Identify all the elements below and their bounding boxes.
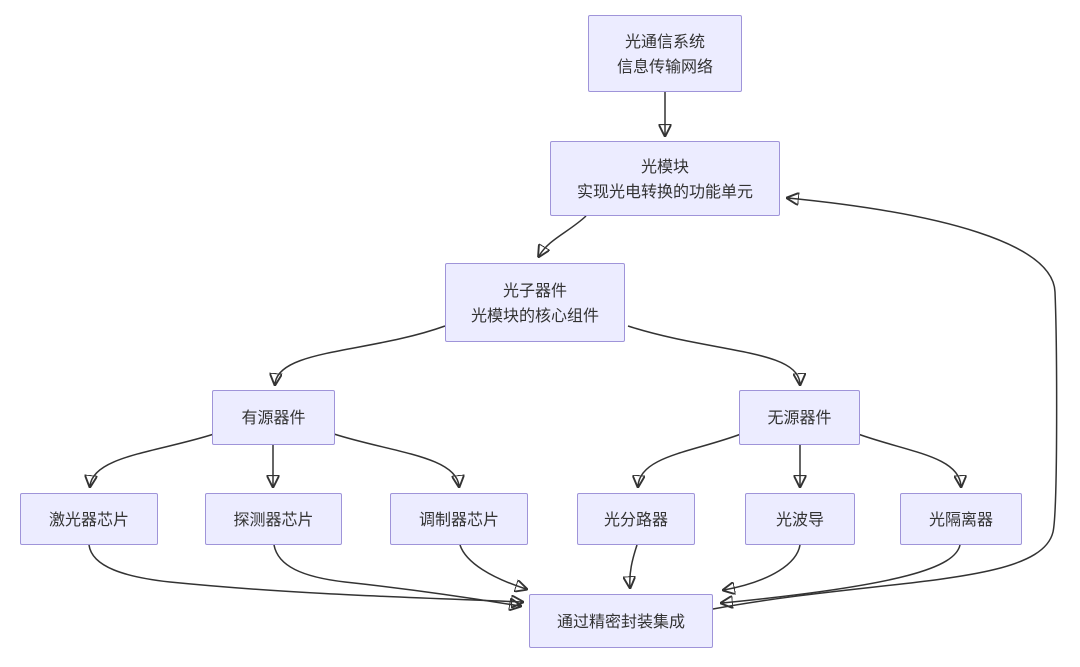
node-label: 光隔离器 [928,509,993,529]
edge-photonic-passive [627,325,800,384]
node-precision-packaging-integration: 通过精密封装集成 [529,594,713,648]
node-label-line2: 实现光电转换的功能单元 [576,181,753,201]
node-label-line2: 光模块的核心组件 [470,305,599,325]
node-optical-isolator: 光隔离器 [900,493,1022,545]
edge-detector-packaging [273,544,520,606]
node-laser-chip: 激光器芯片 [20,493,158,545]
node-label-line1: 光子器件 [502,280,567,300]
node-modulator-chip: 调制器芯片 [390,493,528,545]
node-label: 有源器件 [241,408,306,427]
node-optical-waveguide: 光波导 [745,493,855,545]
node-label: 光波导 [775,509,824,529]
node-detector-chip: 探测器芯片 [205,493,342,545]
edge-passive-isolator [857,433,961,486]
node-label-line2: 信息传输网络 [616,56,713,76]
node-label: 探测器芯片 [233,509,314,529]
edge-packaging-module [712,198,1058,610]
node-optical-splitter: 光分路器 [577,493,695,545]
edge-laser-packaging [88,544,522,602]
node-optical-module: 光模块 实现光电转换的功能单元 [550,141,780,216]
node-label: 调制器芯片 [418,509,499,529]
edge-active-laser [90,433,215,486]
edge-modulator-packaging [459,544,526,589]
node-label: 光分路器 [603,509,668,529]
node-label-line1: 光通信系统 [624,31,705,51]
edge-active-modulator [333,433,459,486]
node-label: 通过精密封装集成 [556,611,685,631]
node-active-devices: 有源器件 [212,390,335,445]
edge-module-photonic [539,215,587,256]
node-optical-communication-system: 光通信系统 信息传输网络 [588,15,742,92]
node-label: 激光器芯片 [48,509,129,529]
edge-waveguide-packaging [724,544,801,590]
edge-passive-splitter [638,433,742,486]
edge-splitter-packaging [630,544,638,587]
node-photonic-devices: 光子器件 光模块的核心组件 [445,263,625,342]
node-label: 无源器件 [767,408,832,427]
node-passive-devices: 无源器件 [739,390,860,445]
edge-photonic-active [275,325,446,384]
node-label-line1: 光模块 [640,156,689,176]
edge-isolator-packaging [722,544,961,603]
